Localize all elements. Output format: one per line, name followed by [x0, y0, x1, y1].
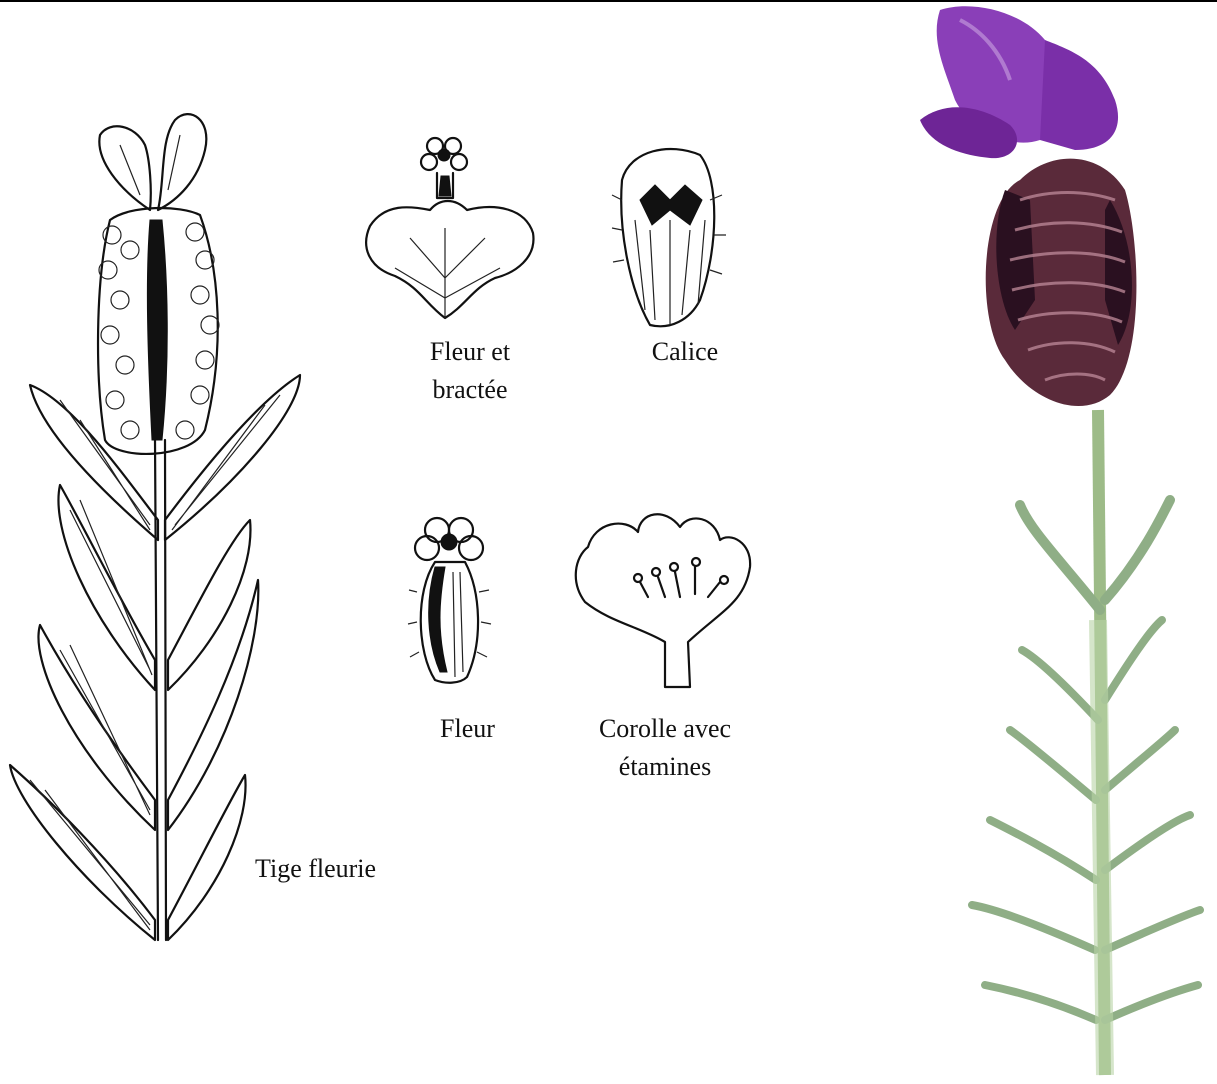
- label-calyx: Calice: [620, 333, 750, 371]
- lavender-photo: [900, 0, 1210, 1084]
- flowering-stem-drawing: [0, 100, 320, 950]
- label-flowering-stem: Tige fleurie: [255, 850, 376, 888]
- label-flower-and-bract: Fleur et bractée: [400, 333, 540, 409]
- flower-drawing: [405, 512, 495, 684]
- label-flower-and-bract-line1: Fleur et: [400, 333, 540, 371]
- label-corolla-line1: Corolle avec: [580, 710, 750, 748]
- flower-and-bract-drawing: [355, 128, 540, 323]
- corolla-with-stamens-drawing: [570, 512, 755, 692]
- label-corolla-line2: étamines: [580, 748, 750, 786]
- label-flower-and-bract-line2: bractée: [400, 371, 540, 409]
- calyx-drawing: [610, 140, 730, 330]
- label-corolla-with-stamens: Corolle avec étamines: [580, 710, 750, 786]
- label-flower: Fleur: [405, 710, 530, 748]
